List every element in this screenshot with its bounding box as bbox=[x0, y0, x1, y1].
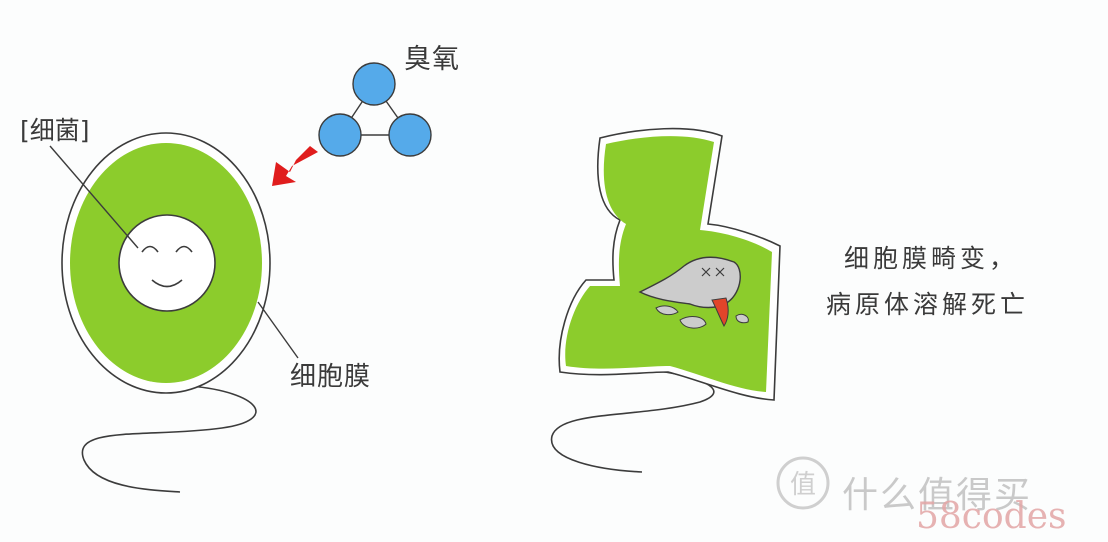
bacteria-leader-line bbox=[49, 145, 139, 249]
oxygen-atom-right bbox=[388, 113, 432, 157]
right-eye bbox=[175, 245, 193, 253]
debris-fragment-1 bbox=[655, 305, 679, 316]
flagellum-right bbox=[550, 369, 715, 473]
watermark-logo-glyph: 值 bbox=[790, 470, 816, 500]
oxygen-atom-left bbox=[318, 113, 362, 157]
bacteria-label: [细菌] bbox=[20, 116, 90, 145]
watermark-code-mark: 58codes bbox=[916, 496, 1067, 537]
oxygen-atom-top bbox=[352, 62, 396, 106]
healthy-bacterium bbox=[49, 132, 299, 493]
watermark-logo-icon: 值 bbox=[776, 456, 830, 510]
dead-face-icon bbox=[638, 256, 741, 309]
left-eye bbox=[141, 245, 159, 253]
arrow-icon bbox=[272, 146, 318, 186]
tongue bbox=[711, 297, 729, 327]
cell-membrane-label: 细胞膜 bbox=[290, 362, 372, 392]
deformed-membrane bbox=[565, 136, 772, 392]
smiling-face-icon bbox=[118, 214, 216, 312]
dead-eye-left bbox=[701, 267, 711, 277]
mouth-smile bbox=[151, 279, 183, 288]
watermark-site-name: 什么值得买 bbox=[842, 475, 1033, 516]
debris-fragment-2 bbox=[679, 316, 707, 329]
debris-fragment-3 bbox=[735, 313, 749, 324]
ozone-molecule-icon bbox=[318, 62, 432, 157]
result-caption-line-1: 细胞膜畸变， bbox=[844, 244, 1019, 273]
ruptured-bacterium bbox=[550, 127, 781, 473]
membrane-leader-line bbox=[257, 301, 299, 359]
result-caption-line-2: 病原体溶解死亡 bbox=[826, 290, 1030, 319]
flagellum-left bbox=[81, 385, 257, 493]
dead-eye-right bbox=[715, 267, 725, 277]
ozone-label: 臭氧 bbox=[404, 44, 460, 75]
